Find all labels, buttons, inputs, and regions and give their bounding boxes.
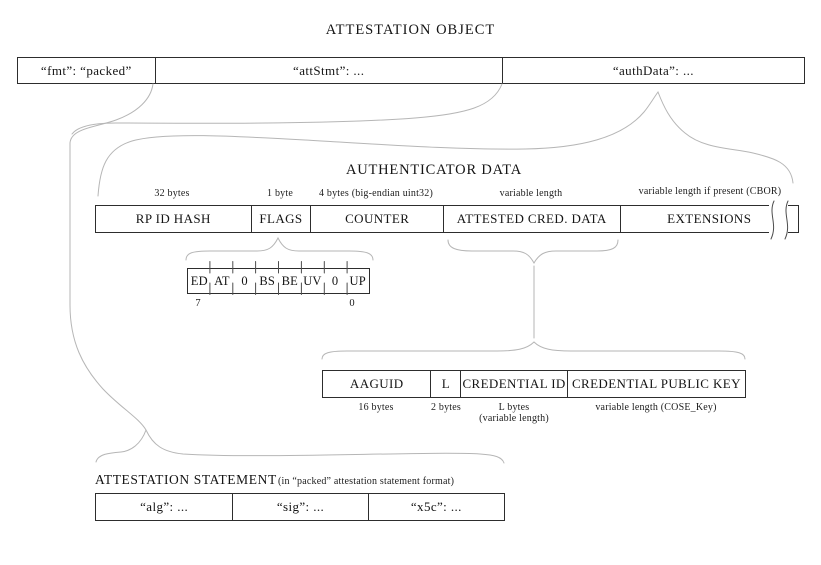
attested-cred-data-underbrace (447, 239, 619, 265)
credential-id-cell: CREDENTIAL ID (460, 371, 567, 397)
extensions-cell: EXTENSIONS (619, 206, 798, 232)
attestation-statement-brace-right (145, 429, 505, 464)
attested-cred-data-cell: ATTESTED CRED. DATA (443, 206, 620, 232)
flag-bit-ed: ED (190, 273, 208, 288)
size-label-flags: 1 byte (267, 188, 293, 199)
attstmt-cell: “attStmt”: ... (154, 58, 502, 83)
flags-cell: FLAGS (250, 206, 311, 232)
rp-id-hash-cell: RP ID HASH (135, 211, 211, 226)
flag-bit-up: UP (349, 273, 366, 288)
aaguid-cell: AAGUID (349, 376, 404, 391)
flag-bit-bs: BS (259, 273, 276, 288)
authenticator-data-row: RP ID HASH FLAGS COUNTER ATTESTED CRED. … (95, 205, 799, 233)
page-title: ATTESTATION OBJECT (325, 22, 496, 38)
size-label-rp-id-hash: 32 bytes (154, 188, 190, 199)
attestation-statement-subtitle: (in “packed” attestation statement forma… (278, 476, 455, 487)
flag-bit-uv: UV (303, 273, 322, 288)
flags-brace (185, 236, 374, 261)
length-cell: L (430, 371, 460, 397)
credential-public-key-cell: CREDENTIAL PUBLIC KEY (566, 371, 745, 397)
attestation-statement-title: ATTESTATION STATEMENT (95, 472, 277, 487)
attstmt-right-connector (71, 83, 503, 135)
counter-cell: COUNTER (310, 206, 443, 232)
size-label-credential-id: L bytes (498, 402, 530, 413)
authdata-brace (97, 90, 794, 197)
size-label-aaguid: 16 bytes (358, 402, 394, 413)
flag-bit-be: BE (281, 273, 298, 288)
authenticator-data-title: AUTHENTICATOR DATA (345, 162, 523, 178)
size-label-extensions: variable length if present (CBOR) (638, 186, 782, 197)
alg-cell: “alg”: ... (140, 499, 189, 514)
flag-bit-1: 0 (331, 273, 339, 288)
size-label-l: 2 bytes (430, 402, 462, 413)
attestation-object-row: “fmt”: “packed” “attStmt”: ... “authData… (17, 57, 805, 84)
attestation-statement-row: “alg”: ... “sig”: ... “x5c”: ... (95, 493, 505, 521)
bit-index-7: 7 (195, 298, 201, 309)
size-label-credential-public-key: variable length (COSE_Key) (595, 402, 717, 413)
size-label-counter: 4 bytes (big-endian uint32) (319, 188, 433, 199)
size-label-attested-cred-data: variable length (499, 188, 563, 199)
sig-cell: “sig”: ... (232, 494, 367, 520)
bit-index-0: 0 (349, 298, 355, 309)
x5c-cell: “x5c”: ... (367, 494, 504, 520)
flag-bit-5: 0 (241, 273, 248, 288)
attestation-statement-brace-left (95, 429, 147, 463)
authdata-cell: “authData”: ... (501, 58, 804, 83)
flag-bit-at: AT (214, 273, 230, 288)
flags-bits-box: ED AT 0 BS BE UV 0 UP (187, 268, 370, 294)
attstmt-vertical-connector (69, 142, 147, 431)
fmt-cell: “fmt”: “packed” (40, 62, 132, 78)
size-note-credential-id: (variable length) (479, 413, 549, 424)
attested-cred-data-overbrace (321, 341, 746, 360)
attstmt-left-connector (69, 83, 154, 144)
attested-credential-data-row: AAGUID L CREDENTIAL ID CREDENTIAL PUBLIC… (322, 370, 746, 398)
